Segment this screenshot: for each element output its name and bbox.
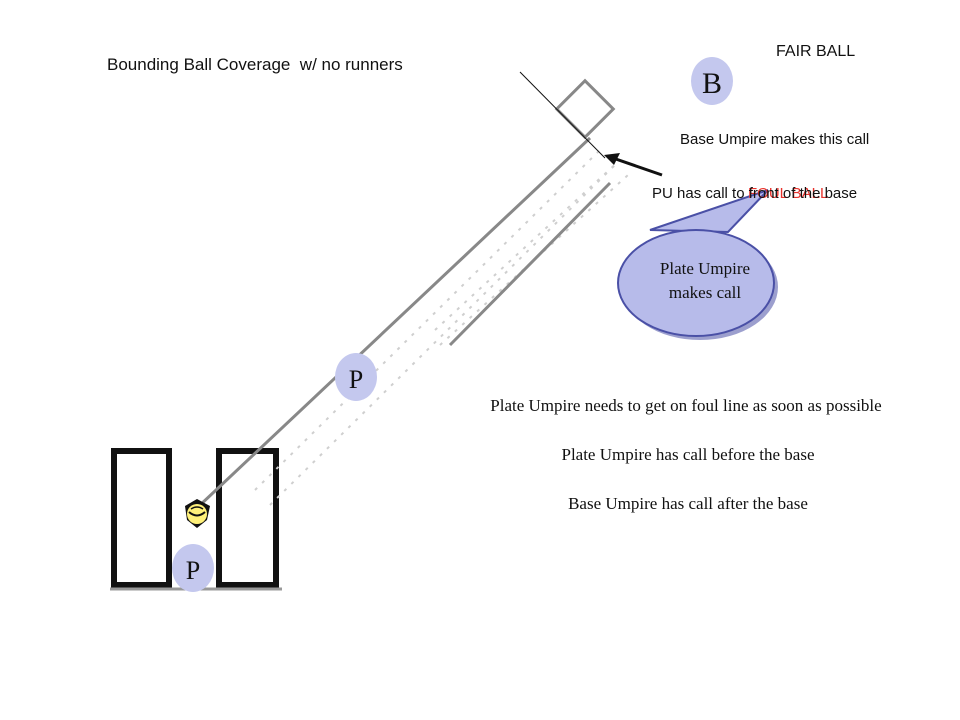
plate-umpire-line-marker: P [335, 353, 377, 401]
foul-line [196, 136, 592, 509]
plate-umpire-home-letter: P [186, 556, 200, 585]
bubble-line-1: Plate Umpire [660, 259, 750, 278]
plate-umpire-line-letter: P [349, 365, 363, 394]
arrow-icon [604, 153, 663, 177]
base-umpire-call-label: Base Umpire makes this call [680, 131, 869, 148]
plate-umpire-home-marker: P [172, 544, 214, 592]
fair-ball-label: FAIR BALL [776, 43, 855, 60]
coaching-line [448, 181, 612, 347]
foul-ball-label: FOUL BALL [748, 185, 828, 202]
slide-title: Bounding Ball Coverage w/ no runners [107, 55, 403, 74]
callout-bubble: Plate Umpire makes call [617, 189, 778, 340]
baseball-icon [185, 499, 210, 528]
note-3: Base Umpire has call after the base [568, 494, 808, 513]
note-2: Plate Umpire has call before the base [561, 445, 814, 464]
base-umpire-letter: B [702, 67, 722, 100]
pu-call-label: PU has call to front of the base [652, 185, 857, 202]
base-umpire-marker: B [691, 57, 733, 105]
dotted-lines [254, 149, 629, 506]
note-1: Plate Umpire needs to get on foul line a… [490, 396, 881, 415]
bubble-line-2: makes call [669, 283, 741, 302]
base [554, 78, 616, 140]
foul-line-extension [519, 71, 606, 159]
